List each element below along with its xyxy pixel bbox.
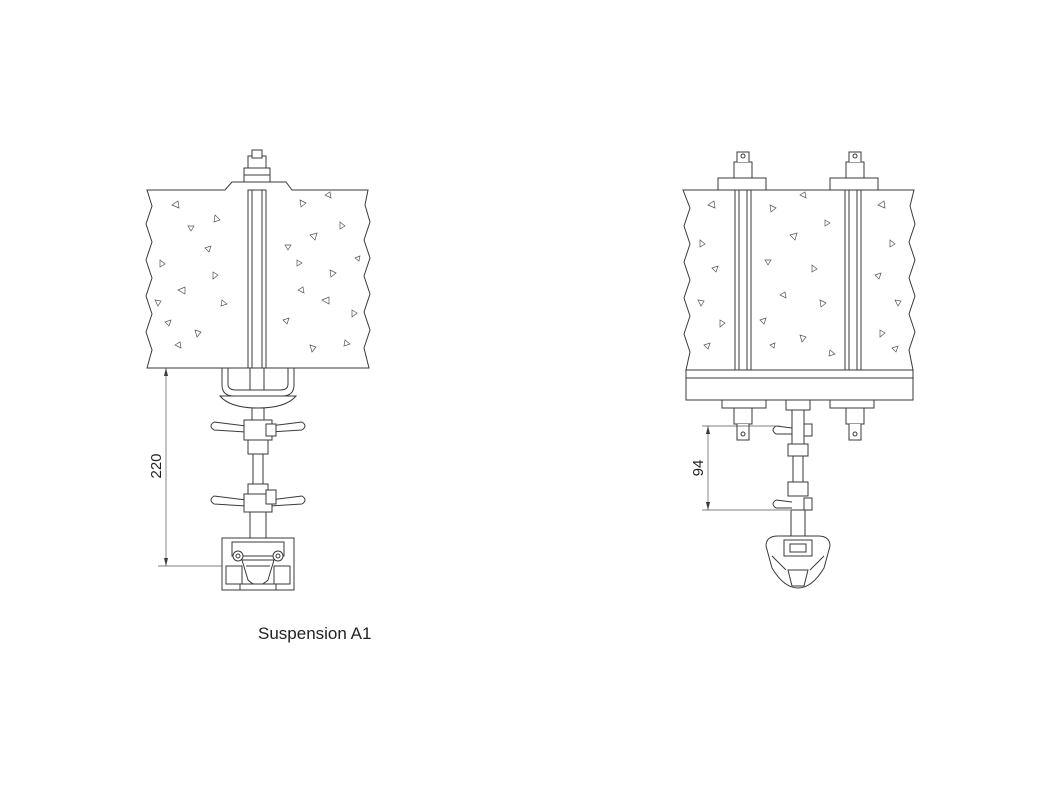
channel-rail bbox=[685, 369, 914, 401]
dimension-94: 94 bbox=[690, 425, 790, 511]
aggregate-right bbox=[697, 191, 902, 357]
aggregate-left bbox=[154, 191, 361, 353]
anchor-rod-left bbox=[247, 189, 267, 369]
dimension-220: 220 bbox=[148, 368, 222, 567]
rail-clamp-right bbox=[765, 535, 831, 589]
anchor-rod-right-2 bbox=[844, 187, 862, 371]
rail-clamp-left bbox=[221, 537, 295, 591]
front-view: 94 bbox=[682, 151, 916, 589]
side-view: 220 bbox=[145, 149, 371, 591]
dimension-label-220: 220 bbox=[148, 453, 165, 478]
concrete-slab-right bbox=[682, 189, 916, 371]
anchor-rod-right-1 bbox=[734, 187, 752, 371]
wire-clip-upper-left bbox=[210, 419, 306, 441]
dimension-label-94: 94 bbox=[690, 460, 707, 477]
drawing-caption: Suspension A1 bbox=[258, 624, 372, 643]
